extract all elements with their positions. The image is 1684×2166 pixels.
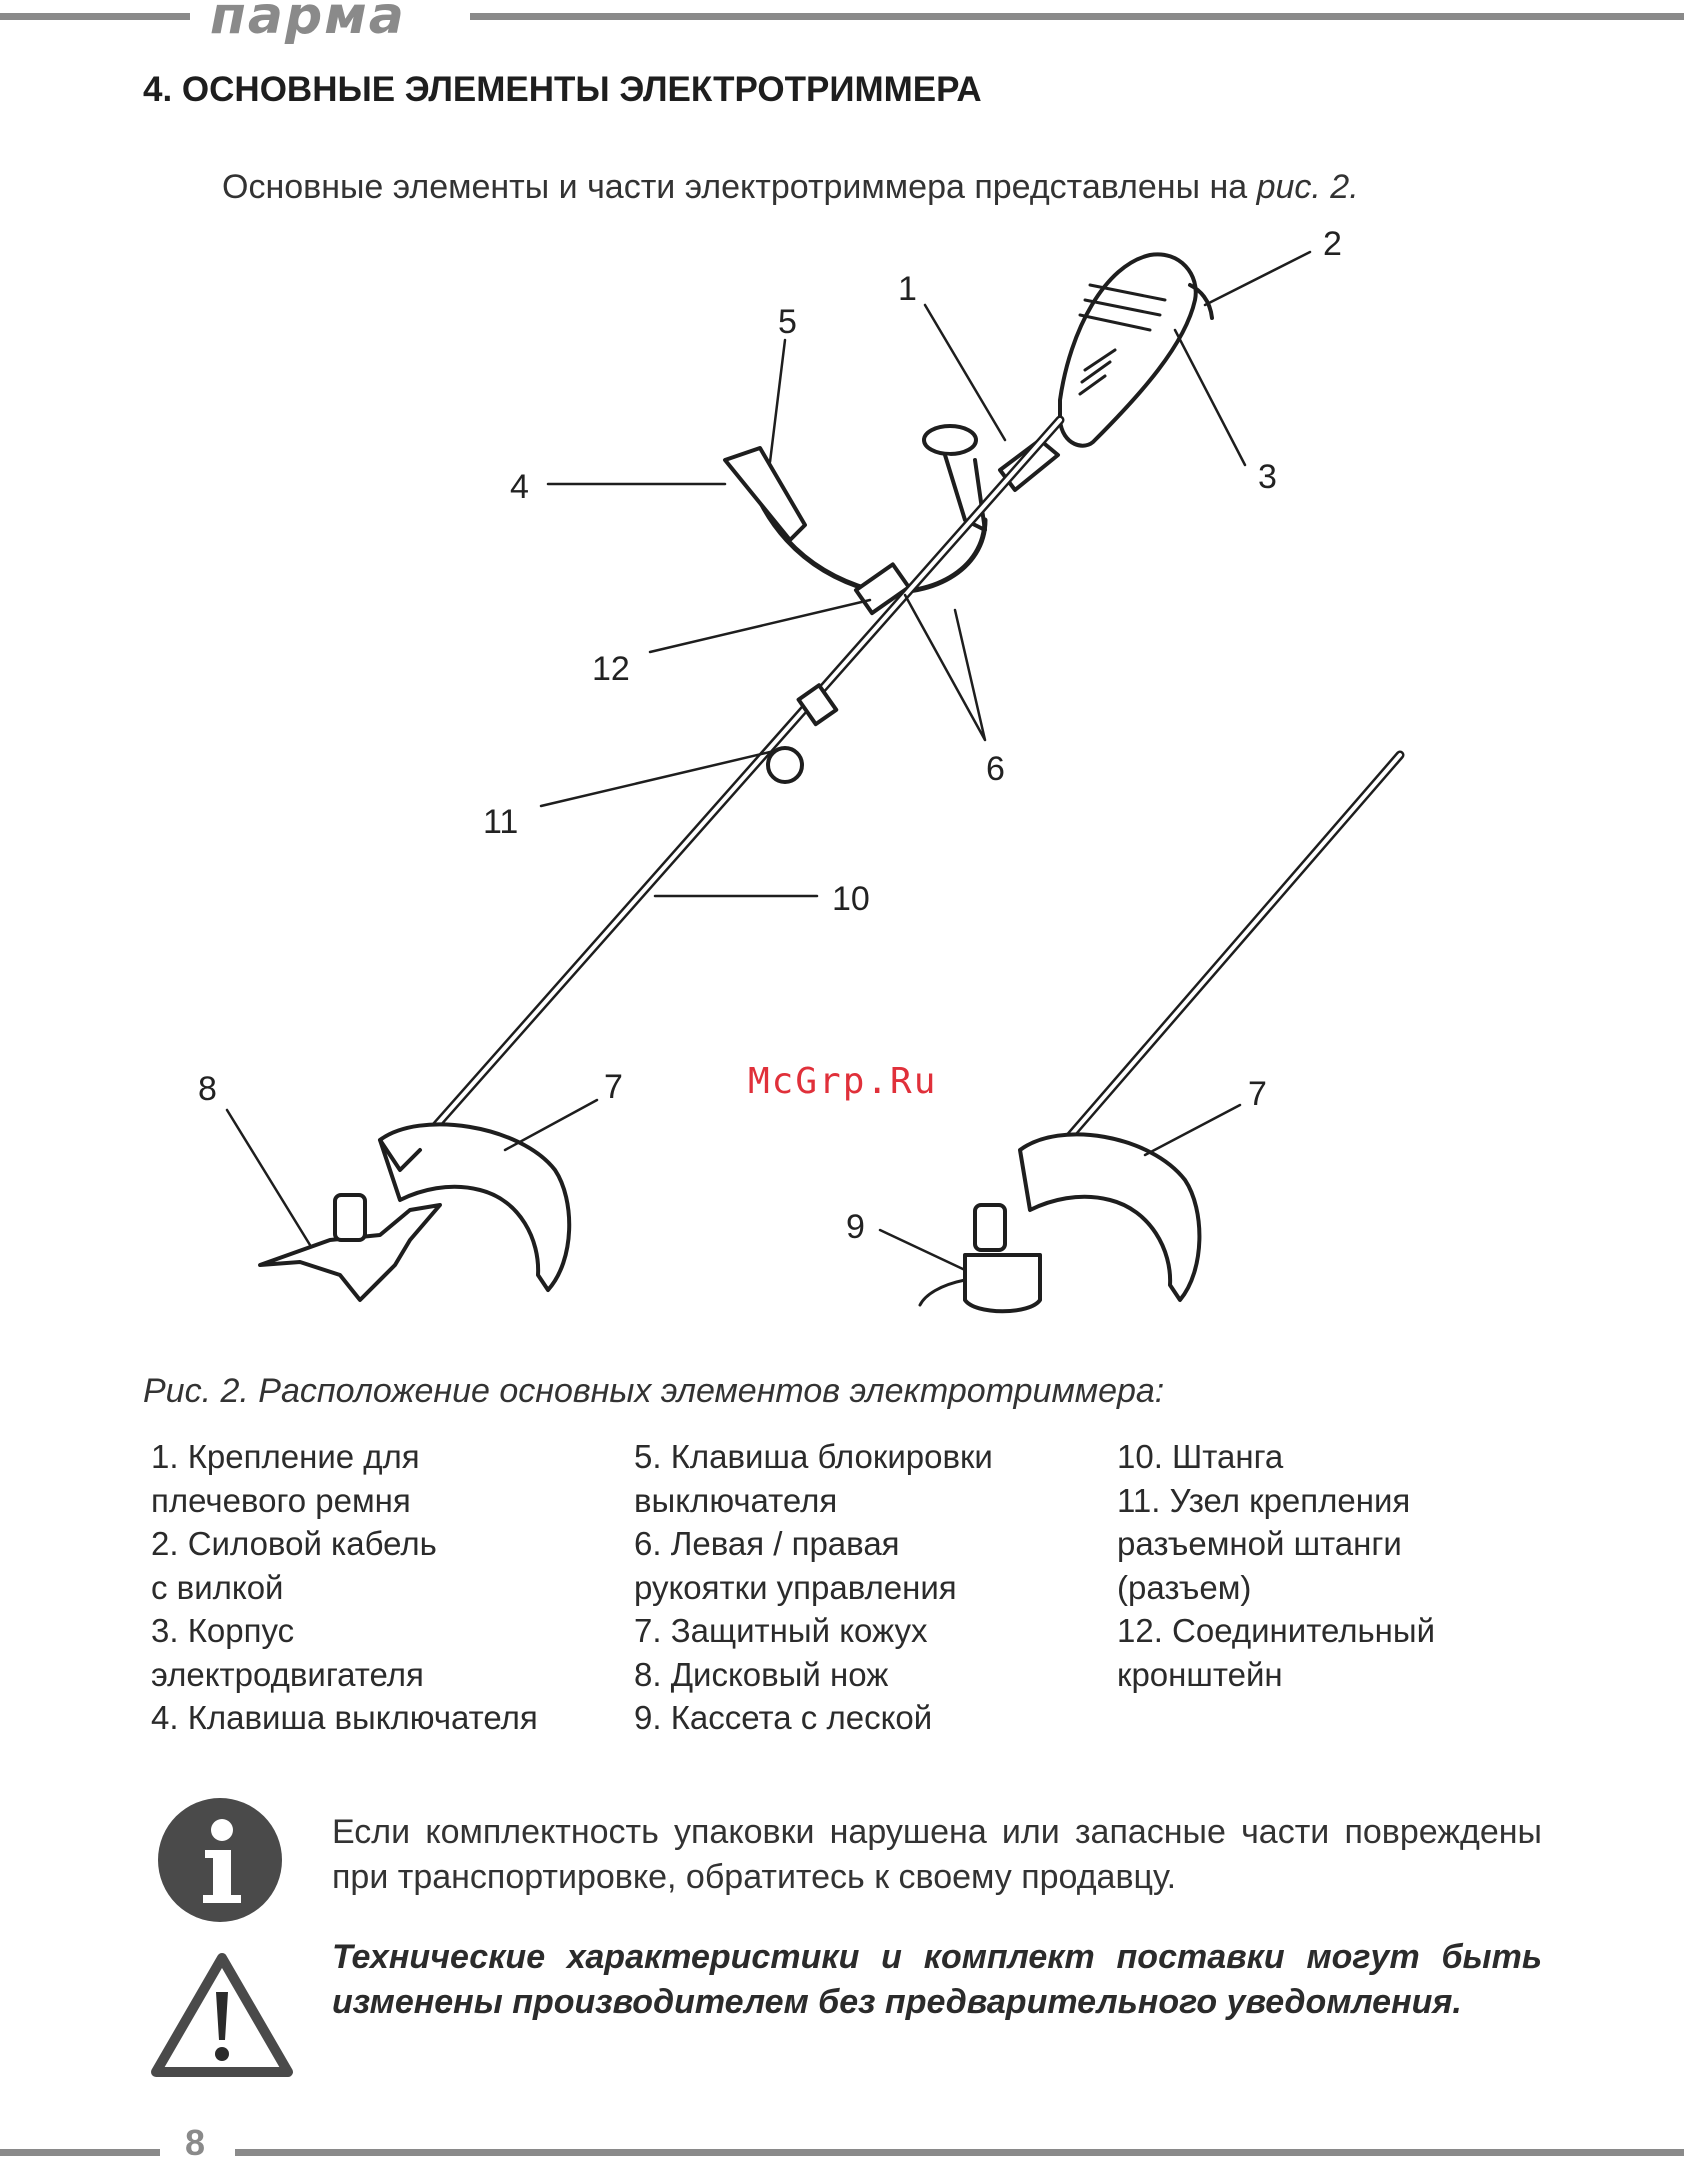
legend-line: 3. Корпус bbox=[151, 1612, 295, 1649]
motor-housing bbox=[1058, 252, 1198, 448]
info-note: Если комплектность упаковки нарушена или… bbox=[332, 1813, 1542, 1896]
callout-5: 5 bbox=[778, 303, 797, 341]
warning-note: Технические характеристики и комплект по… bbox=[332, 1938, 1542, 2021]
warning-icon bbox=[151, 1953, 293, 2077]
legend-line: 1. Крепление для bbox=[151, 1438, 420, 1475]
legend-line: рукоятки управления bbox=[634, 1568, 957, 1606]
watermark: McGrp.Ru bbox=[748, 1061, 938, 1102]
legend-line: 7. Защитный кожух bbox=[634, 1612, 928, 1649]
legend-line: с вилкой bbox=[151, 1568, 284, 1606]
figure-caption: Рис. 2. Расположение основных элементов … bbox=[143, 1372, 1165, 1410]
footer-rule-left bbox=[0, 2149, 160, 2156]
header-rule-left bbox=[0, 13, 190, 20]
legend-line: 10. Штанга bbox=[1117, 1438, 1284, 1475]
legend-line: 4. Клавиша выключателя bbox=[151, 1699, 538, 1736]
callout-7-left: 7 bbox=[604, 1068, 623, 1106]
footer-rule-right bbox=[235, 2149, 1684, 2156]
legend-column-3: 10. Штанга 11. Узел крепления разъемной … bbox=[1117, 1435, 1435, 1696]
intro-text: Основные элементы и части электротриммер… bbox=[222, 168, 1257, 206]
header-rule-right bbox=[470, 13, 1684, 20]
trimmer-diagram: 1 2 3 4 5 12 6 11 10 8 7 7 9 bbox=[198, 225, 1405, 1314]
guard-left bbox=[378, 1122, 572, 1292]
legend-line: 5. Клавиша блокировки bbox=[634, 1438, 993, 1475]
legend-line: 6. Левая / правая bbox=[634, 1525, 900, 1562]
legend-line: 11. Узел крепления bbox=[1117, 1481, 1411, 1519]
legend-line: (разъем) bbox=[1117, 1568, 1252, 1606]
intro-paragraph: Основные элементы и части электротриммер… bbox=[222, 168, 1359, 207]
line-spool bbox=[963, 1253, 1042, 1314]
brand-logo: парма bbox=[210, 0, 406, 46]
callout-2: 2 bbox=[1323, 225, 1342, 263]
legend-line: разъемной штанги bbox=[1117, 1525, 1402, 1562]
legend-line: выключателя bbox=[634, 1481, 838, 1519]
callout-7-right: 7 bbox=[1248, 1075, 1267, 1113]
callout-9: 9 bbox=[846, 1208, 865, 1246]
intro-figure-ref: рис. 2. bbox=[1256, 168, 1359, 206]
callout-11: 11 bbox=[483, 803, 518, 841]
callout-12: 12 bbox=[592, 650, 630, 688]
callout-4: 4 bbox=[510, 468, 529, 506]
callout-3: 3 bbox=[1258, 458, 1277, 496]
legend-column-1: 1. Крепление для плечевого ремня 2. Сило… bbox=[151, 1435, 538, 1740]
legend-line: 12. Соединительный bbox=[1117, 1612, 1436, 1649]
legend-line: электродвигателя bbox=[151, 1655, 424, 1693]
left-handle bbox=[723, 446, 807, 542]
section-title: 4. ОСНОВНЫЕ ЭЛЕМЕНТЫ ЭЛЕКТРОТРИММЕРА bbox=[143, 70, 982, 109]
legend-line: 9. Кассета с леской bbox=[634, 1699, 933, 1736]
callout-10: 10 bbox=[832, 880, 870, 918]
legend-line: плечевого ремня bbox=[151, 1481, 411, 1519]
coupling-knob bbox=[766, 746, 804, 784]
legend-line: 8. Дисковый нож bbox=[634, 1655, 889, 1693]
info-icon bbox=[158, 1798, 282, 1922]
callout-1: 1 bbox=[898, 270, 917, 308]
legend-column-2: 5. Клавиша блокировки выключателя 6. Лев… bbox=[634, 1435, 993, 1740]
legend-line: кронштейн bbox=[1117, 1655, 1283, 1693]
callout-6: 6 bbox=[986, 750, 1005, 788]
callout-8: 8 bbox=[198, 1070, 217, 1108]
guard-right bbox=[1018, 1132, 1202, 1302]
legend-line: 2. Силовой кабель bbox=[151, 1525, 437, 1562]
page-number: 8 bbox=[185, 2122, 206, 2163]
power-cable bbox=[1188, 283, 1214, 320]
